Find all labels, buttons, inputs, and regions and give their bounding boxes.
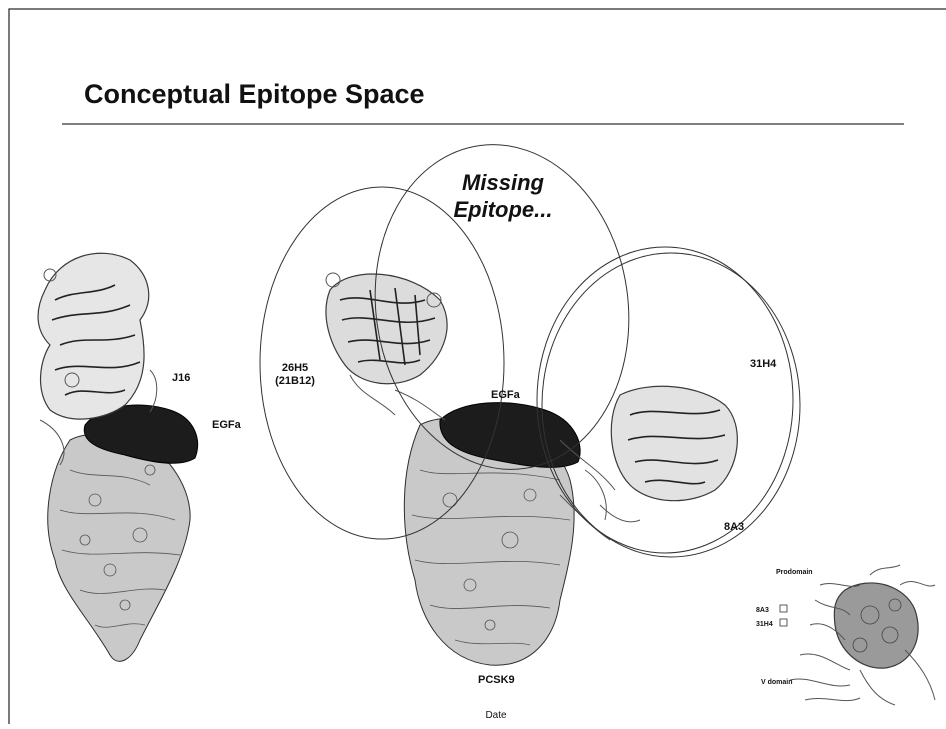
inset-label-v-domain: V domain bbox=[761, 679, 793, 686]
label-31h4: 31H4 bbox=[750, 358, 777, 370]
antibody-26h5-structure bbox=[326, 273, 447, 420]
label-8a3: 8A3 bbox=[724, 521, 744, 533]
slide-title: Conceptual Epitope Space bbox=[84, 79, 425, 109]
label-26h5: 26H5 bbox=[282, 362, 308, 374]
inset-legend-31h4: 31H4 bbox=[756, 621, 773, 628]
inset-legend-swatch-8a3 bbox=[780, 605, 787, 612]
inset-legend-swatch-31h4 bbox=[780, 619, 787, 626]
missing-epitope-line1: Missing bbox=[462, 170, 544, 195]
slide-footer-date: Date bbox=[485, 710, 507, 721]
inset-structure bbox=[790, 565, 935, 705]
pcsk9-structure bbox=[404, 403, 580, 666]
label-egfa-left: EGFa bbox=[212, 419, 242, 431]
label-j16: J16 bbox=[172, 372, 190, 384]
label-21b12: (21B12) bbox=[275, 375, 315, 387]
antibody-31h4-8a3-structure bbox=[560, 386, 737, 540]
inset-legend-8a3: 8A3 bbox=[756, 607, 769, 614]
missing-epitope-line2: Epitope... bbox=[454, 197, 553, 222]
inset-label-prodomain: Prodomain bbox=[776, 569, 813, 576]
label-pcsk9: PCSK9 bbox=[478, 674, 515, 686]
left-protein-structure bbox=[38, 253, 198, 661]
label-egfa-center: EGFa bbox=[491, 389, 521, 401]
